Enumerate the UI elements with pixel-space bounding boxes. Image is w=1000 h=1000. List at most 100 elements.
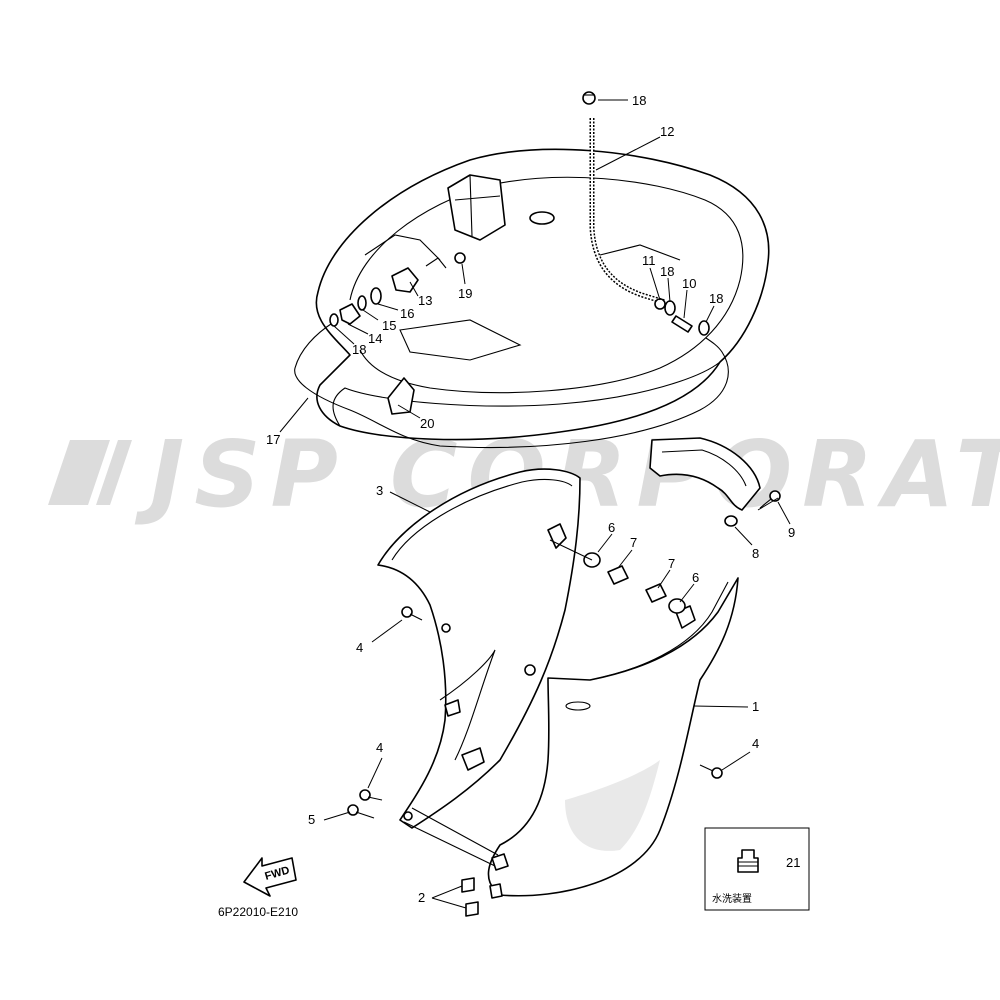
- bolt-9-shank: [759, 498, 772, 509]
- callout-17: 17: [266, 432, 280, 447]
- bolt-4c-head-icon: [711, 767, 723, 779]
- leader-9-a: [757, 497, 779, 511]
- leader-19: [461, 263, 466, 285]
- bolt-4a-shank: [409, 613, 423, 621]
- inner-boss: [529, 211, 555, 225]
- callout-7b: 7: [668, 556, 675, 571]
- callout-5: 5: [308, 812, 315, 827]
- leader-18b: [667, 277, 671, 303]
- callout-7a: 7: [630, 535, 637, 550]
- callout-16: 16: [400, 306, 414, 321]
- leader-2: [431, 885, 467, 909]
- leader-15: [362, 309, 379, 321]
- leader-4a: [371, 619, 403, 643]
- bottom-cowling-1: [487, 577, 739, 897]
- clip-mount-icon: [489, 883, 503, 899]
- bolt-4c-shank: [699, 764, 714, 772]
- bolt-19-icon: [454, 252, 466, 264]
- flushing-device-box: 21 水洗装置: [704, 827, 810, 911]
- fitting-thread-detail: [738, 861, 758, 867]
- bottom-cowling-1-rim: [589, 581, 729, 681]
- leader-16: [377, 303, 399, 311]
- inner-ribs: [364, 234, 681, 261]
- leader-1: [693, 705, 749, 708]
- small-fittings: [329, 252, 466, 415]
- hose-clamp-18b-icon: [664, 300, 676, 316]
- callout-4b: 4: [376, 740, 383, 755]
- callout-18a: 18: [352, 342, 366, 357]
- leader-5: [323, 811, 351, 821]
- flushing-device-caption: 水洗装置: [712, 892, 752, 905]
- bolt-5-shank: [355, 811, 375, 819]
- callout-19: 19: [458, 286, 472, 301]
- watermark-mark-icon: [48, 440, 132, 505]
- leader-10: [683, 289, 688, 319]
- clip-20-icon: [387, 377, 415, 415]
- callout-21: 21: [786, 855, 800, 870]
- leader-9: [777, 501, 791, 525]
- side-cowling-3-rim: [391, 478, 573, 561]
- leader-20: [397, 404, 421, 419]
- callout-6b: 6: [692, 570, 699, 585]
- leader-12: [595, 136, 661, 171]
- callout-labels: 18 12 11 18 10 18 13 19 16 15 14 18 20 1…: [266, 93, 795, 905]
- leader-8: [734, 526, 753, 546]
- leader-7a: [617, 549, 633, 569]
- leader-3: [389, 491, 431, 513]
- hose-joint-10-icon: [671, 315, 693, 333]
- leader-18c: [705, 305, 715, 323]
- rear-bracket-8: [649, 437, 761, 511]
- fwd-arrow-icon: [243, 857, 297, 897]
- washer-15-icon: [357, 295, 367, 311]
- leader-lines: [279, 99, 791, 909]
- collar-7a-icon: [607, 565, 629, 585]
- assembly-line: [403, 807, 499, 867]
- grommet-6b-icon: [668, 598, 686, 614]
- rear-bracket-8-rim: [661, 449, 747, 487]
- collar-7b-icon: [645, 583, 667, 603]
- reference-code: 6P22010-E210: [218, 905, 298, 919]
- top-cowling-shell: [315, 148, 770, 441]
- clamp-18a-icon: [329, 313, 339, 327]
- washer-16-icon: [370, 287, 382, 305]
- top-cowling: [315, 148, 770, 441]
- leader-11: [649, 267, 661, 301]
- callout-13: 13: [418, 293, 432, 308]
- leader-14: [347, 323, 369, 335]
- hinge-block-icon: [491, 853, 509, 871]
- leader-17: [279, 397, 309, 433]
- side-cowling-3: [377, 468, 581, 829]
- leader-6a: [549, 539, 593, 561]
- fasteners: [347, 490, 781, 917]
- bracket-bolt-head-icon: [724, 515, 738, 527]
- side-cowling-3-edge: [439, 649, 496, 761]
- callout-4c: 4: [752, 736, 759, 751]
- bracket-tab-icon: [444, 699, 461, 717]
- top-cowling-lower-rim: [332, 361, 721, 427]
- hose-joint-11-icon: [654, 298, 666, 310]
- callout-14: 14: [368, 331, 382, 346]
- leader-4c: [721, 751, 751, 771]
- knob-14-icon: [339, 303, 361, 325]
- callout-6a: 6: [608, 520, 615, 535]
- callout-12: 12: [660, 124, 674, 139]
- bracket-detail: [454, 174, 501, 237]
- callout-4a: 4: [356, 640, 363, 655]
- clip-2b-icon: [465, 901, 479, 917]
- bolt-5-head-icon: [347, 804, 359, 816]
- bolt-4b-head-icon: [359, 789, 371, 801]
- hose-clamp-18c-icon: [698, 320, 710, 336]
- inner-tray: [399, 319, 522, 361]
- bottom-cowling-1-shade: [565, 760, 660, 851]
- callout-20: 20: [420, 416, 434, 431]
- callout-11: 11: [642, 253, 656, 268]
- hose-assembly: [582, 91, 710, 336]
- mount-hole-icon: [441, 623, 451, 633]
- callout-1: 1: [752, 699, 759, 714]
- callout-18-top: 18: [632, 93, 646, 108]
- callout-3: 3: [376, 483, 383, 498]
- inner-bracket-block: [447, 174, 506, 241]
- callout-18b: 18: [660, 264, 674, 279]
- forward-arrow: FWD: [243, 857, 297, 897]
